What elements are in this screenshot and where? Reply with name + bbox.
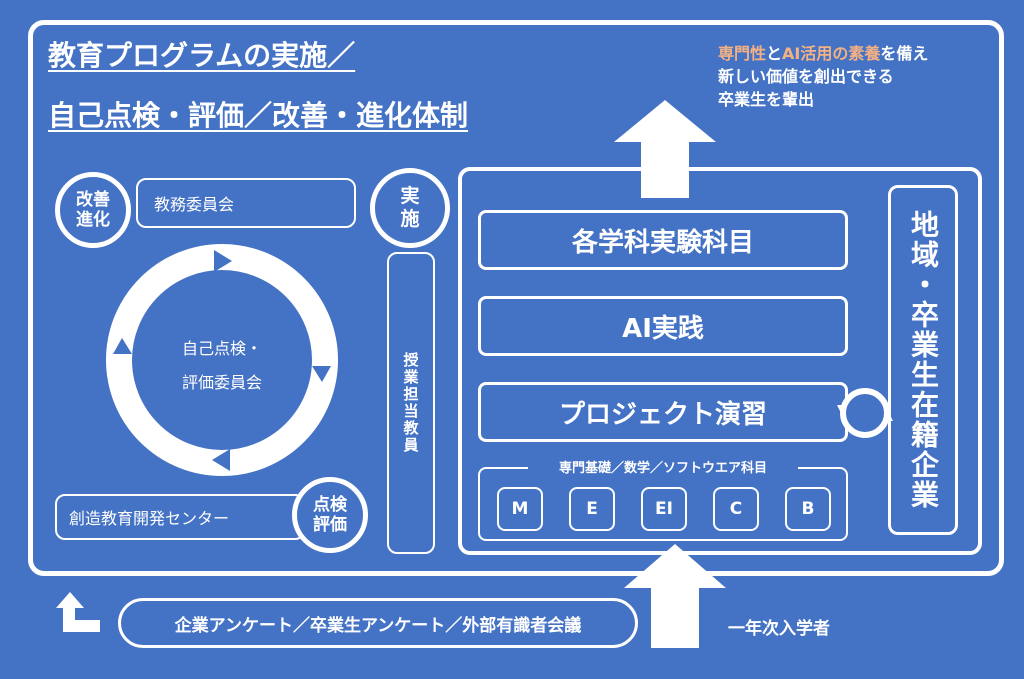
curriculum-frame <box>458 167 982 555</box>
ai-practice-label: AI実践 <box>622 313 704 344</box>
improve-evolve-label: 改善 進化 <box>76 189 110 230</box>
cycle-arrowhead-top <box>214 250 232 272</box>
goal-highlight-expertise: 専門性 <box>718 44 767 63</box>
goal-highlight-ai: AI活用の素養 <box>782 44 881 63</box>
foundation-subjects-title: 専門基礎／数学／ソフトウエア科目 <box>528 457 798 477</box>
goal-line3: 卒業生を輩出 <box>718 90 815 109</box>
creative-education-center-box: 創造教育開発センター <box>55 494 305 540</box>
self-evaluation-committee-line1: 自己点検・ <box>181 339 262 358</box>
teachers-label: 授業担当教員 <box>401 352 420 454</box>
link-cycle-arrowhead-left <box>837 405 847 415</box>
freshman-up-arrow <box>624 544 726 648</box>
academic-affairs-committee-box: 教務委員会 <box>136 178 356 228</box>
survey-box: 企業アンケート／卒業生アンケート／外部有識者会議 <box>118 598 638 648</box>
subject-m: M <box>497 487 543 531</box>
feedback-return-arrow <box>56 592 100 632</box>
subject-b: B <box>785 487 831 531</box>
survey-label: 企業アンケート／卒業生アンケート／外部有識者会議 <box>174 615 582 636</box>
community-box: 地域・卒業生在籍企業 <box>888 185 958 535</box>
goal-suffix: を備え <box>880 44 929 63</box>
improve-evolve-circle: 改善 進化 <box>55 172 131 248</box>
implement-label: 実 施 <box>400 185 420 230</box>
project-exercise-label: プロジェクト演習 <box>558 399 767 430</box>
creative-education-center-label: 創造教育開発センター <box>69 509 230 528</box>
cycle-arrowhead-bottom <box>212 449 230 471</box>
freshman-label: 一年次入学者 <box>728 619 830 639</box>
department-experiments-label: 各学科実験科目 <box>571 227 754 258</box>
self-evaluation-committee-line2: 評価委員会 <box>181 373 262 392</box>
community-label: 地域・卒業生在籍企業 <box>907 210 940 510</box>
department-experiments-box: 各学科実験科目 <box>478 210 848 270</box>
check-evaluate-circle: 点検 評価 <box>292 477 368 553</box>
goal-connector: と <box>766 44 783 63</box>
cycle-arrowhead-right <box>312 366 331 382</box>
goal-line2: 新しい価値を創出できる <box>718 67 894 86</box>
ai-practice-box: AI実践 <box>478 296 848 356</box>
subject-ei: EI <box>641 487 687 531</box>
cycle-ring <box>106 244 338 476</box>
output-up-arrow <box>614 100 716 198</box>
subject-c: C <box>713 487 759 531</box>
outer-frame <box>28 20 1004 576</box>
check-evaluate-label: 点検 評価 <box>313 494 347 535</box>
project-exercise-box: プロジェクト演習 <box>478 382 848 442</box>
self-evaluation-committee: 自己点検・ 評価委員会 <box>142 332 302 400</box>
academic-affairs-committee-label: 教務委員会 <box>154 195 235 214</box>
teachers-box: 授業担当教員 <box>387 252 435 554</box>
title-line2: 自己点検・評価／改善・進化体制 <box>48 99 469 132</box>
cycle-arrowhead-left <box>113 338 132 354</box>
title-line1: 教育プログラムの実施／ <box>48 39 356 72</box>
goal-text: 専門性とAI活用の素養を備え 新しい価値を創出できる 卒業生を輩出 <box>718 42 928 111</box>
implement-circle: 実 施 <box>370 168 450 248</box>
subject-e: E <box>569 487 615 531</box>
